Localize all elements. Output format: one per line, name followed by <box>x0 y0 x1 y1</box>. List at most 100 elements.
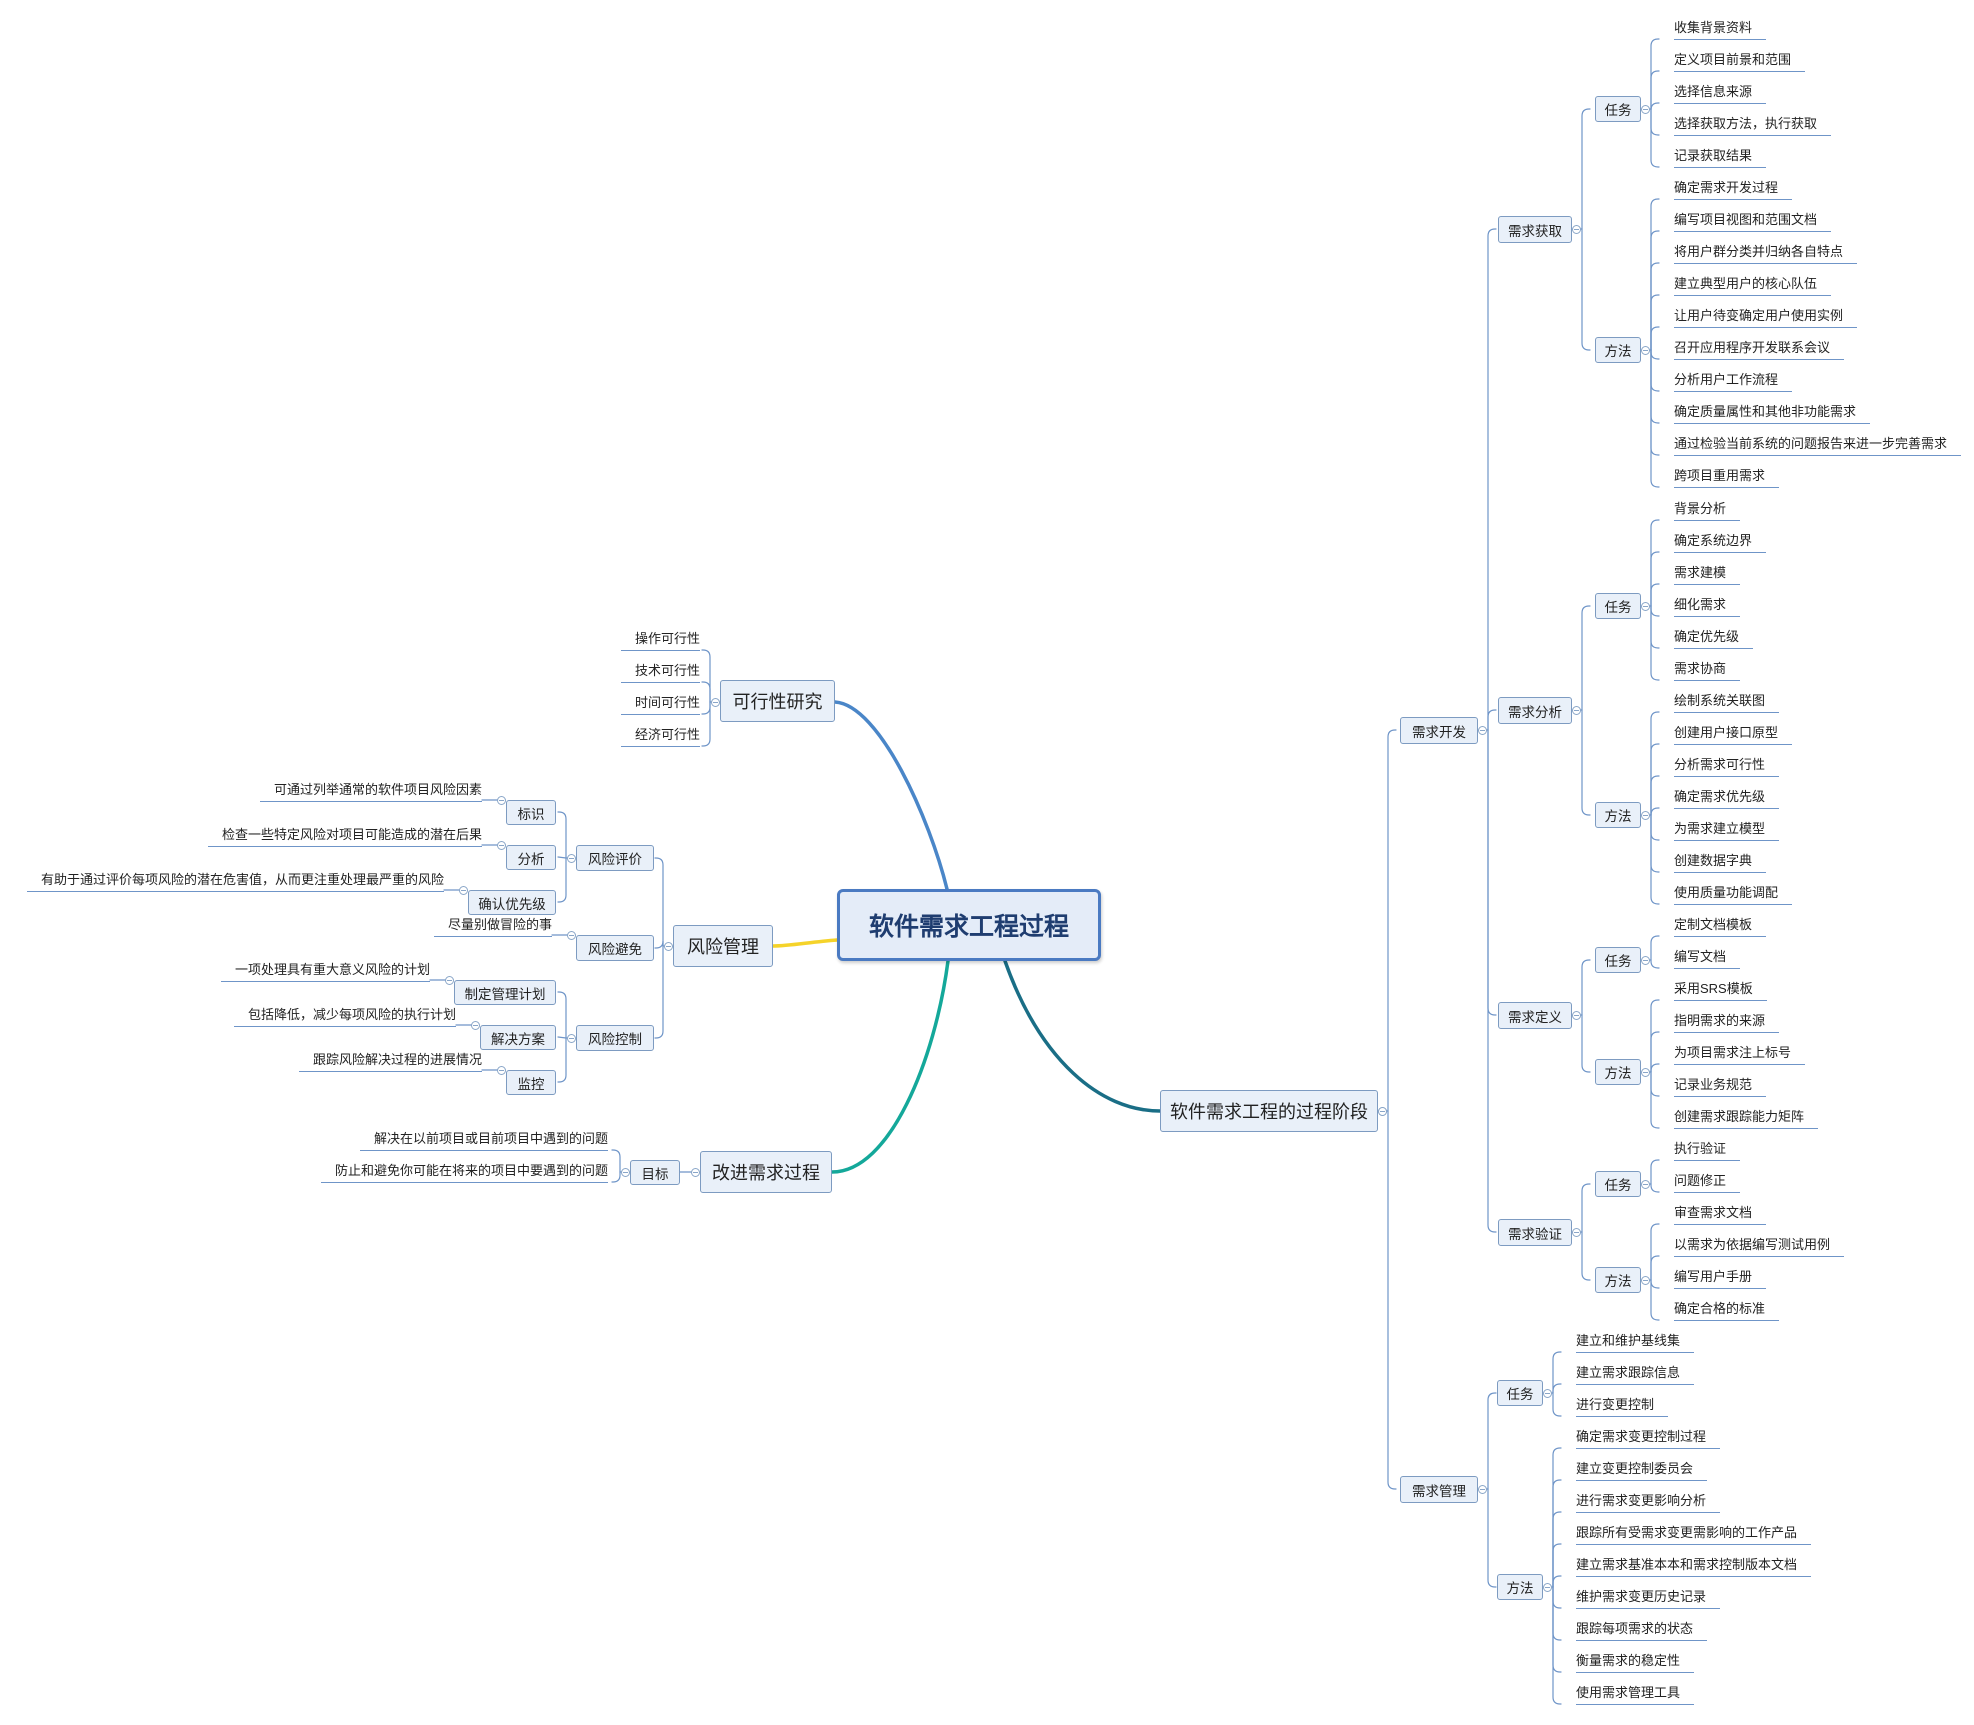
methods-topic[interactable]: 方法 <box>1595 802 1641 828</box>
requirement-development-topic[interactable]: 需求开发 <box>1400 717 1478 744</box>
connector <box>1650 711 1660 816</box>
connector <box>557 1037 567 1083</box>
methods-topic[interactable]: 方法 <box>1595 337 1641 363</box>
collapse-toggle-icon[interactable] <box>1572 705 1581 715</box>
collapse-toggle-icon[interactable] <box>497 840 506 850</box>
improve-process-topic[interactable]: 改进需求过程 <box>700 1151 832 1193</box>
connector <box>1650 38 1660 110</box>
management-plan-topic[interactable]: 制定管理计划 <box>454 980 556 1005</box>
collapse-toggle-icon[interactable] <box>1377 1106 1387 1116</box>
elicitation-topic[interactable]: 需求获取 <box>1498 216 1572 243</box>
connector <box>1552 1543 1562 1588</box>
collapse-toggle-icon[interactable] <box>567 853 576 863</box>
connector <box>1581 108 1591 230</box>
monitor-topic[interactable]: 监控 <box>506 1070 556 1095</box>
risk-control-topic[interactable]: 风险控制 <box>576 1025 654 1051</box>
connector <box>1650 1279 1660 1321</box>
leaf-topic: 执行验证 <box>1674 1141 1741 1161</box>
connector <box>1552 1586 1562 1705</box>
tasks-topic[interactable]: 任务 <box>1595 96 1641 122</box>
leaf-topic: 细化需求 <box>1674 597 1741 617</box>
collapse-toggle-icon[interactable] <box>567 930 576 940</box>
leaf-topic: 确定需求开发过程 <box>1674 180 1793 200</box>
collapse-toggle-icon[interactable] <box>459 885 468 895</box>
connector <box>1650 1031 1660 1073</box>
leaf-topic: 进行需求变更影响分析 <box>1576 1493 1721 1513</box>
leaf-topic: 编写文档 <box>1674 949 1741 969</box>
methods-topic[interactable]: 方法 <box>1595 1059 1641 1085</box>
collapse-toggle-icon[interactable] <box>1478 1484 1487 1494</box>
collapse-toggle-icon[interactable] <box>471 1020 480 1030</box>
collapse-toggle-icon[interactable] <box>567 1033 576 1043</box>
leaf-topic: 建立和维护基线集 <box>1576 1333 1695 1353</box>
risk-evaluation-topic[interactable]: 风险评价 <box>576 845 654 871</box>
tasks-topic[interactable]: 任务 <box>1595 947 1641 973</box>
leaf-topic: 建立变更控制委员会 <box>1576 1461 1708 1481</box>
collapse-toggle-icon[interactable] <box>1641 345 1650 355</box>
collapse-toggle-icon[interactable] <box>1641 104 1650 114</box>
validation-topic[interactable]: 需求验证 <box>1498 1219 1572 1246</box>
collapse-toggle-icon[interactable] <box>664 941 673 951</box>
collapse-toggle-icon[interactable] <box>1641 1275 1650 1285</box>
leaf-topic: 跟踪所有受需求变更需影响的工作产品 <box>1576 1525 1812 1545</box>
requirement-management-topic[interactable]: 需求管理 <box>1400 1476 1478 1503</box>
collapse-toggle-icon[interactable] <box>445 975 454 985</box>
collapse-toggle-icon[interactable] <box>1641 1179 1650 1189</box>
connector <box>1650 775 1660 816</box>
methods-topic[interactable]: 方法 <box>1595 1267 1641 1293</box>
tasks-topic[interactable]: 任务 <box>1595 1171 1641 1197</box>
collapse-toggle-icon[interactable] <box>621 1167 630 1177</box>
risk-avoid-topic[interactable]: 风险避免 <box>576 935 654 961</box>
root-topic[interactable]: 软件需求工程过程 <box>837 889 1101 961</box>
collapse-toggle-icon[interactable] <box>1543 1388 1552 1398</box>
collapse-toggle-icon[interactable] <box>1641 1067 1650 1077</box>
connector <box>557 1036 567 1039</box>
collapse-toggle-icon[interactable] <box>1641 955 1650 965</box>
leaf-topic: 防止和避免你可能在将来的项目中要遇到的问题 <box>320 1163 608 1183</box>
leaf-topic: 有助于通过评价每项风险的潜在危害值，从而更注重处理最严重的风险 <box>26 872 444 892</box>
collapse-toggle-icon[interactable] <box>1543 1582 1552 1592</box>
connector <box>701 649 711 703</box>
collapse-toggle-icon[interactable] <box>1478 725 1487 735</box>
mgmt-methods-topic[interactable]: 方法 <box>1497 1574 1543 1600</box>
connector <box>1487 709 1497 731</box>
connector <box>1552 1479 1562 1588</box>
leaf-topic: 使用质量功能调配 <box>1674 885 1793 905</box>
connector <box>1650 262 1660 351</box>
leaf-topic: 衡量需求的稳定性 <box>1576 1653 1695 1673</box>
connector <box>1650 230 1660 351</box>
feasibility-topic[interactable]: 可行性研究 <box>720 680 835 722</box>
risk-management-topic[interactable]: 风险管理 <box>673 925 773 967</box>
collapse-toggle-icon[interactable] <box>1572 1227 1581 1237</box>
collapse-toggle-icon[interactable] <box>1572 1010 1581 1020</box>
leaf-topic: 编写项目视图和范围文档 <box>1674 212 1832 232</box>
leaf-topic: 确定需求优先级 <box>1674 789 1780 809</box>
collapse-toggle-icon[interactable] <box>1572 224 1581 234</box>
analysis-topic[interactable]: 需求分析 <box>1498 697 1572 724</box>
collapse-toggle-icon[interactable] <box>711 697 720 707</box>
analyze-topic[interactable]: 分析 <box>506 845 556 870</box>
priority-topic[interactable]: 确认优先级 <box>468 890 556 915</box>
identify-topic[interactable]: 标识 <box>506 800 556 825</box>
connector <box>1650 1071 1660 1097</box>
process-stages-topic[interactable]: 软件需求工程的过程阶段 <box>1160 1090 1378 1132</box>
collapse-toggle-icon[interactable] <box>691 1167 700 1177</box>
collapse-toggle-icon[interactable] <box>1641 601 1650 611</box>
collapse-toggle-icon[interactable] <box>497 1065 506 1075</box>
connector <box>1487 729 1497 1233</box>
collapse-toggle-icon[interactable] <box>1641 810 1650 820</box>
definition-topic[interactable]: 需求定义 <box>1498 1002 1572 1029</box>
leaf-topic: 让用户待变确定用户使用实例 <box>1674 308 1858 328</box>
connector <box>1552 1586 1562 1641</box>
connector <box>1650 551 1660 607</box>
goal-topic[interactable]: 目标 <box>630 1160 680 1185</box>
mgmt-tasks-topic[interactable]: 任务 <box>1497 1380 1543 1406</box>
leaf-topic: 通过检验当前系统的问题报告来进一步完善需求 <box>1674 436 1962 456</box>
connector <box>1650 814 1660 873</box>
solution-topic[interactable]: 解决方案 <box>480 1025 556 1050</box>
connector <box>1650 1071 1660 1129</box>
tasks-topic[interactable]: 任务 <box>1595 593 1641 619</box>
connector <box>1650 743 1660 816</box>
collapse-toggle-icon[interactable] <box>497 795 506 805</box>
leaf-topic: 跟踪每项需求的状态 <box>1576 1621 1708 1641</box>
